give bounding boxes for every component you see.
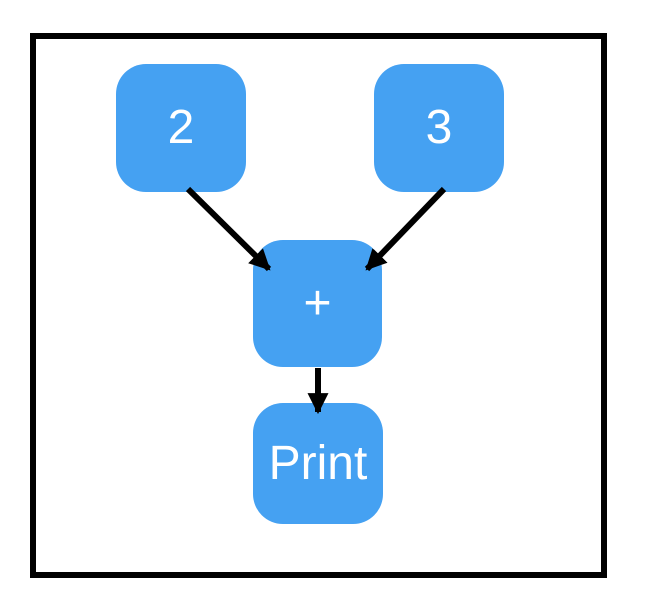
node-value-3-label: 3 [425, 101, 453, 154]
node-value-2[interactable]: 2 [116, 64, 246, 192]
node-value-2-label: 2 [167, 101, 195, 154]
node-value-3[interactable]: 3 [374, 64, 504, 192]
node-print[interactable]: Print [253, 403, 383, 524]
diagram-frame [30, 33, 607, 578]
node-add-operator-label: + [303, 276, 332, 330]
node-print-label: Print [268, 436, 368, 490]
node-add-operator[interactable]: + [253, 240, 382, 367]
